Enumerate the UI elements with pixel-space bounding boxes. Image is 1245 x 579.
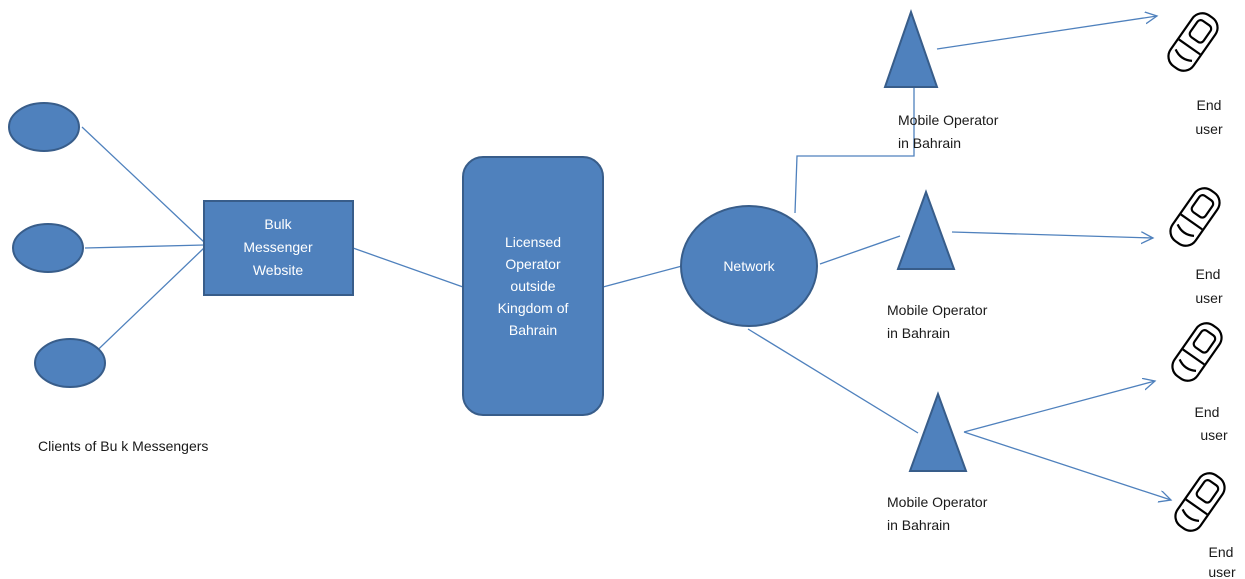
connector-client-1-website bbox=[81, 126, 205, 243]
network-node: Network bbox=[680, 205, 818, 327]
connector-client-2-website bbox=[84, 244, 205, 249]
arrow-mobile-operator-2-end-user-2 bbox=[951, 231, 1153, 238]
operator-line-1: Licensed bbox=[505, 234, 561, 250]
mobile-phone-icon bbox=[1169, 187, 1221, 247]
mobile-operator-1: Mobile Operator in Bahrain bbox=[883, 8, 999, 151]
connector-operator-network bbox=[602, 265, 683, 288]
connector-client-3-website bbox=[81, 247, 205, 366]
end-user-1-line-2: user bbox=[1195, 121, 1223, 137]
mobile-phone-icon bbox=[1174, 472, 1226, 532]
end-user-3-line-1: End bbox=[1195, 404, 1220, 420]
operator-line-2: Operator bbox=[505, 256, 561, 272]
mobile-operator-3-line-1: Mobile Operator bbox=[887, 494, 988, 510]
end-user-3-line-2: user bbox=[1200, 427, 1228, 443]
website-line-3: Website bbox=[253, 262, 304, 278]
mobile-operator-3-line-2: in Bahrain bbox=[887, 517, 950, 533]
mobile-phone-icon bbox=[1171, 322, 1223, 382]
operator-line-3: outside bbox=[510, 278, 555, 294]
mobile-operator-1-line-2: in Bahrain bbox=[898, 135, 961, 151]
end-user-3: End user bbox=[1171, 322, 1228, 443]
client-3-ellipse bbox=[34, 338, 106, 388]
licensed-operator-node: Licensed Operator outside Kingdom of Bah… bbox=[462, 156, 604, 416]
operator-box bbox=[462, 156, 604, 416]
arrow-mobile-operator-3-end-user-4 bbox=[963, 431, 1171, 500]
website-line-2: Messenger bbox=[243, 239, 313, 255]
mobile-phone-icon bbox=[1167, 12, 1219, 72]
clients-label: Clients of Bu k Messengers bbox=[38, 438, 208, 454]
end-user-4-line-1: End bbox=[1209, 544, 1234, 560]
mobile-operator-3: Mobile Operator in Bahrain bbox=[887, 391, 988, 533]
connector-network-mobile-operator-1 bbox=[794, 87, 915, 214]
end-user-2-line-1: End bbox=[1196, 266, 1221, 282]
arrow-mobile-operator-3-end-user-3 bbox=[963, 381, 1155, 433]
client-1-ellipse bbox=[8, 102, 80, 152]
end-user-2-line-2: user bbox=[1195, 290, 1223, 306]
tower-triangle-icon bbox=[896, 189, 956, 270]
end-user-1-line-1: End bbox=[1197, 97, 1222, 113]
connector-network-mobile-operator-2 bbox=[819, 235, 901, 265]
operator-line-5: Bahrain bbox=[509, 322, 557, 338]
network-ellipse bbox=[680, 205, 818, 327]
connector-network-mobile-operator-3 bbox=[747, 328, 919, 434]
tower-triangle-icon bbox=[883, 8, 939, 88]
end-user-2: End user bbox=[1169, 187, 1223, 306]
connectors bbox=[81, 16, 1171, 500]
connector-website-operator bbox=[352, 247, 464, 288]
website-line-1: Bulk bbox=[264, 216, 292, 232]
bulk-messenger-website-node: Bulk Messenger Website bbox=[203, 200, 354, 296]
tower-triangle-icon bbox=[908, 391, 968, 472]
mobile-operator-1-line-1: Mobile Operator bbox=[898, 112, 999, 128]
client-2-ellipse bbox=[12, 223, 84, 273]
website-box bbox=[203, 200, 354, 296]
operator-line-4: Kingdom of bbox=[498, 300, 569, 316]
arrow-mobile-operator-1-end-user-1 bbox=[936, 16, 1157, 50]
end-user-1: End user bbox=[1167, 12, 1223, 137]
clients-group: Clients of Bu k Messengers bbox=[8, 102, 208, 454]
end-user-4: End user bbox=[1174, 472, 1236, 579]
network-label: Network bbox=[723, 258, 775, 274]
mobile-operator-2: Mobile Operator in Bahrain bbox=[887, 189, 988, 341]
mobile-operator-2-line-1: Mobile Operator bbox=[887, 302, 988, 318]
end-user-4-line-2: user bbox=[1208, 564, 1236, 579]
mobile-operator-2-line-2: in Bahrain bbox=[887, 325, 950, 341]
